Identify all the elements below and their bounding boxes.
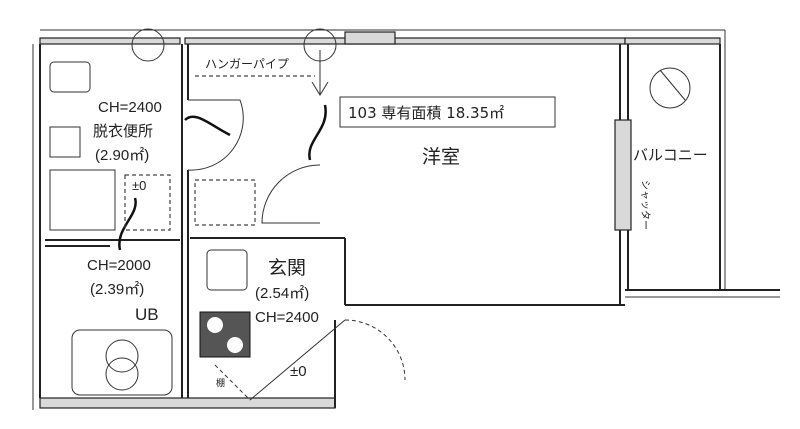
unit-area-box xyxy=(339,96,556,128)
toilet-floor-level: ±0 xyxy=(132,178,146,193)
arrow-icon xyxy=(311,50,329,96)
entrance-ceiling-height: CH=2400 xyxy=(255,309,319,326)
entrance-area: (2.54㎡) xyxy=(255,285,309,302)
fixtures xyxy=(49,61,256,396)
flow-arrow-icon xyxy=(118,197,137,251)
stove-icon xyxy=(199,311,251,358)
bath-area: (2.39㎡) xyxy=(90,281,144,298)
kitchen-sink-icon xyxy=(206,249,248,291)
bathtub-icon xyxy=(71,329,173,396)
doors xyxy=(131,28,691,381)
balcony-label: バルコニー xyxy=(633,146,708,164)
western-room-label: 洋室 xyxy=(422,146,460,168)
toilet-icon xyxy=(49,61,91,93)
interior-walls xyxy=(45,44,632,408)
shutter-label: シャッター xyxy=(639,180,651,230)
toilet-room-label: 脱衣便所 xyxy=(93,122,153,140)
sink-icon xyxy=(49,126,81,158)
washer-pan-icon xyxy=(49,169,116,231)
bath-label: UB xyxy=(135,305,159,324)
bath-ceiling-height: CH=2000 xyxy=(87,257,151,274)
entrance-floor-level: ±0 xyxy=(290,363,307,380)
toilet-ceiling-height: CH=2400 xyxy=(98,99,162,116)
flow-arrow-icon xyxy=(308,104,327,161)
entrance-label: 玄関 xyxy=(268,257,306,279)
toilet-area: (2.90㎡) xyxy=(95,147,149,164)
shelf-label: 棚 xyxy=(216,377,225,389)
hanger-pipe-label: ハンガーパイプ xyxy=(205,57,289,71)
exterior-walls xyxy=(32,29,780,410)
flow-arrow-icon xyxy=(184,115,231,137)
unit-area-label: 103 専有面積 18.35㎡ xyxy=(348,104,504,122)
